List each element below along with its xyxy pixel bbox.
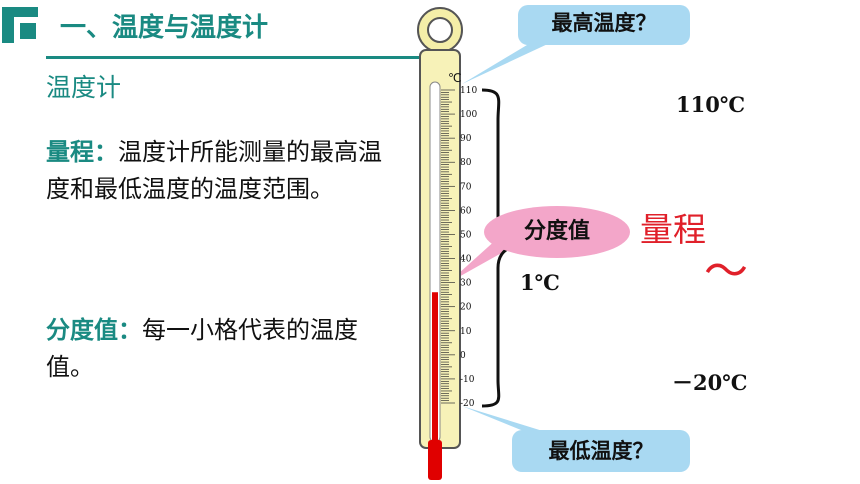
max-value: 110℃ xyxy=(676,92,745,117)
division-pointer xyxy=(448,238,514,283)
range-label: 量程 xyxy=(640,210,706,249)
scale-label: 100 xyxy=(460,110,477,120)
division-term: 分度值： xyxy=(46,316,142,344)
min-temp-callout: 最低温度？ xyxy=(512,430,690,472)
scale-label: 0 xyxy=(460,351,466,361)
unit-label: ℃ xyxy=(448,71,461,85)
max-temp-callout: 最高温度？ xyxy=(518,5,690,45)
scale-label: 50 xyxy=(460,230,472,240)
scale-label: -20 xyxy=(460,399,475,409)
thermometer-liquid xyxy=(432,292,438,442)
min-pointer xyxy=(462,406,546,432)
scale-label: 110 xyxy=(460,86,477,96)
scale-label: 80 xyxy=(460,158,472,168)
division-value: 1℃ xyxy=(520,270,560,295)
scale-ticks xyxy=(441,89,455,404)
division-text: 每一小格代表的温度值。 xyxy=(46,316,358,381)
header-underline xyxy=(46,56,440,59)
scale-label: 60 xyxy=(460,206,472,216)
range-text: 温度计所能测量的最高温度和最低温度的温度范围。 xyxy=(46,138,382,203)
division-callout: 分度值 xyxy=(484,206,630,258)
page-title: 一、温度与温度计 xyxy=(60,13,269,43)
scale-label: 90 xyxy=(460,134,472,144)
min-value: －20℃ xyxy=(672,370,748,395)
range-definition: 量程：温度计所能测量的最高温度和最低温度的温度范围。 xyxy=(46,134,394,208)
scale-label: -10 xyxy=(460,375,475,385)
subtitle: 温度计 xyxy=(46,73,122,102)
division-definition: 分度值：每一小格代表的温度值。 xyxy=(46,312,394,386)
header-square-icon xyxy=(2,7,40,43)
scale-label: 40 xyxy=(460,255,472,265)
range-term: 量程： xyxy=(46,138,118,166)
scale-label: 30 xyxy=(460,279,472,289)
max-pointer xyxy=(462,42,552,84)
scale-label: 20 xyxy=(460,303,472,313)
scale-label: 10 xyxy=(460,327,472,337)
range-tilde: ～ xyxy=(704,246,748,297)
scale-label: 70 xyxy=(460,182,472,192)
